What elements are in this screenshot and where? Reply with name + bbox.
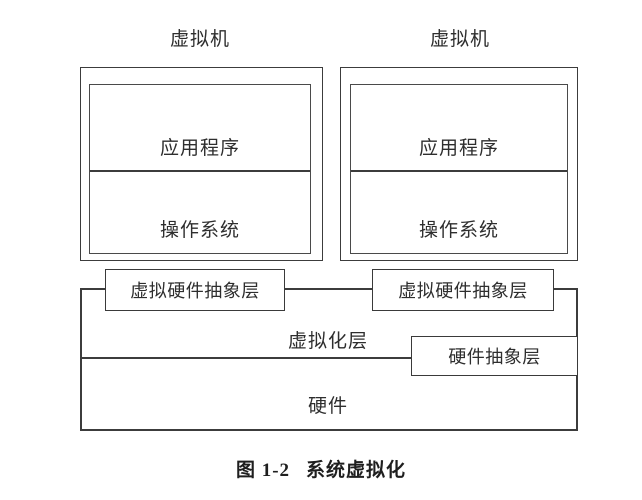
virtualization-layer-label: 虚拟化层: [287, 331, 368, 352]
virtual-hardware-abstraction-layer-right-label: 虚拟硬件抽象层: [398, 281, 528, 301]
vm-inner-box-left: 应用程序 操作系统: [89, 84, 311, 254]
virtual-hardware-abstraction-layer-left: 虚拟硬件抽象层: [105, 269, 285, 311]
figure-caption-title: 系统虚拟化: [306, 460, 407, 481]
virtualization-container-left-edge: [80, 288, 82, 431]
vm-label-left: 虚拟机: [169, 29, 230, 50]
vm-left-row-divider: [90, 170, 310, 172]
virtualization-container-bottom-edge: [80, 429, 578, 431]
hardware-layer-label: 硬件: [307, 396, 348, 417]
hardware-abstraction-layer-label: 硬件抽象层: [448, 347, 541, 367]
vm-right-row-divider: [351, 170, 567, 172]
virtualization-hardware-divider: [80, 357, 412, 359]
vm-left-application-label: 应用程序: [159, 138, 240, 159]
virtualization-top-edge-segment-right: [553, 288, 578, 290]
virtual-hardware-abstraction-layer-right: 虚拟硬件抽象层: [372, 269, 554, 311]
virtualization-top-edge-segment-middle: [284, 288, 373, 290]
vm-label-right: 虚拟机: [429, 29, 490, 50]
vm-right-os-label: 操作系统: [418, 220, 499, 241]
vm-right-application-label: 应用程序: [418, 138, 499, 159]
vm-left-os-label: 操作系统: [159, 220, 240, 241]
figure-caption-number: 图 1-2: [235, 460, 291, 481]
virtual-hardware-abstraction-layer-left-label: 虚拟硬件抽象层: [130, 281, 260, 301]
hardware-abstraction-layer-box: 硬件抽象层: [411, 336, 578, 376]
vm-inner-box-right: 应用程序 操作系统: [350, 84, 568, 254]
virtualization-top-edge-segment-left: [80, 288, 106, 290]
figure-caption: 图 1-2 系统虚拟化: [0, 455, 642, 482]
